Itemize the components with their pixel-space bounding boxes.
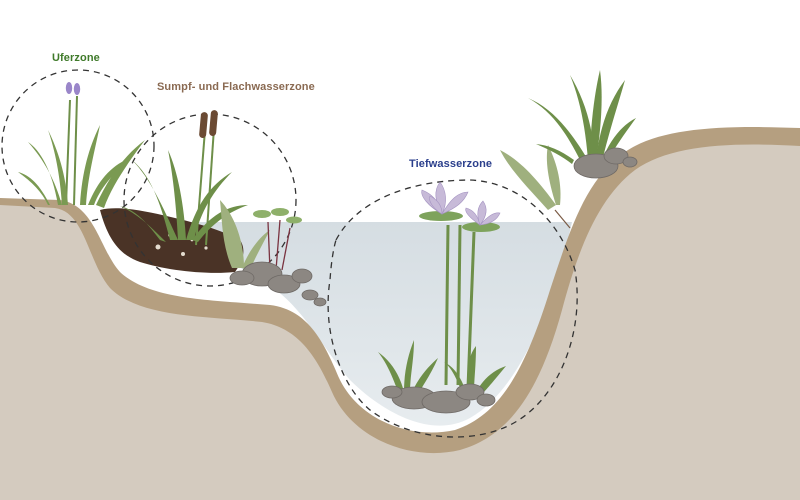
sumpf-zone-circle [123,113,297,287]
tief-plants [378,181,506,414]
ufer-zone-label: Uferzone [52,52,100,64]
sumpf-zone-label: Sumpf- und Flachwasserzone [157,81,315,93]
right-bank-plants [500,70,638,229]
sumpf-plants [120,110,327,307]
tief-zone-circle [327,179,578,438]
tief-zone-label: Tiefwasserzone [409,158,493,170]
ufer-plants [18,82,145,208]
ground [0,144,800,500]
ufer-zone-circle [1,69,155,223]
swamp-mud [100,208,244,273]
